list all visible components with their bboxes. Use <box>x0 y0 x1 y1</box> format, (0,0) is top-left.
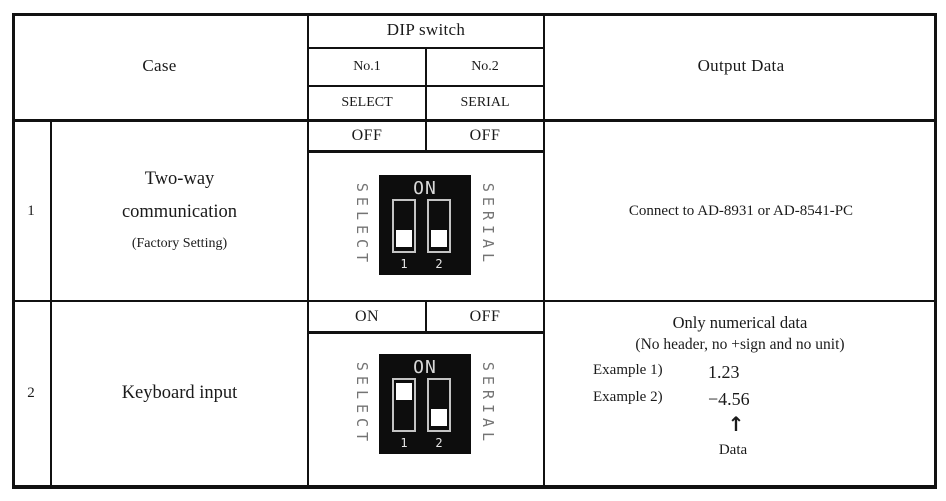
header-case: Case <box>142 56 177 75</box>
row2-dip-switch-1-number: 1 <box>400 436 408 450</box>
header-dip-switch: DIP switch <box>386 20 466 39</box>
table-border-top <box>12 13 937 16</box>
row1-state-no2: OFF <box>469 127 501 144</box>
row1-dip-switch-1: 1 <box>392 199 416 271</box>
row2-dip-switch-2-handle <box>431 409 447 426</box>
row2-output-subtitle: (No header, no +sign and no unit) <box>635 336 845 353</box>
rule-no1-no2-header <box>425 47 427 153</box>
row1-dip-switch-diagram: SELECT ON 1 2 SERIAL <box>345 175 505 275</box>
row2-dip-body: ON 1 2 <box>379 354 471 454</box>
row2-output-title: Only numerical data <box>672 313 808 332</box>
header-select: SELECT <box>341 95 393 110</box>
row1-output-text: Connect to AD-8931 or AD-8541-PC <box>628 202 854 219</box>
example-2-label: Example 2) <box>593 389 663 405</box>
row1-dip-on-label: ON <box>413 178 437 199</box>
row1-dip-switch-1-handle <box>396 230 412 247</box>
rule-case-dip <box>307 13 309 485</box>
row2-dip-on-label: ON <box>413 357 437 378</box>
example-1-value: 1.23 <box>708 362 740 382</box>
dip-switch-settings-table: Case DIP switch No.1 No.2 SELECT SERIAL … <box>12 13 937 489</box>
row1-dip-switch-2-handle <box>431 230 447 247</box>
row1-case-line1: Two-way <box>144 169 215 189</box>
row1-dip-switch-1-number: 1 <box>400 257 408 271</box>
row1-case-note: (Factory Setting) <box>131 236 228 251</box>
row2-number: 2 <box>27 385 35 401</box>
row1-dip-select-label: SELECT <box>353 182 371 268</box>
row2-case: Keyboard input <box>121 383 238 403</box>
row1-dip-body: ON 1 2 <box>379 175 471 275</box>
row2-state-no1: ON <box>354 307 380 325</box>
header-output-data: Output Data <box>697 56 785 75</box>
row1-dip-serial-label: SERIAL <box>479 182 497 268</box>
rule-row-divider <box>12 300 937 302</box>
row1-dip-switch-2: 2 <box>427 199 451 271</box>
rule-header-bottom <box>12 119 937 122</box>
up-arrow-icon: ↑ <box>727 412 745 436</box>
example-2-value: −4.56 <box>708 389 750 409</box>
rule-dip-output <box>543 13 545 485</box>
row2-dip-switch-2: 2 <box>427 378 451 450</box>
row2-dip-serial-label: SERIAL <box>479 361 497 447</box>
row2-output-example-2: Example 2) −4.56 <box>543 389 937 413</box>
example-1-label: Example 1) <box>593 362 663 378</box>
row1-case-line2: communication <box>121 202 238 222</box>
row1-dip-switch-2-number: 2 <box>435 257 443 271</box>
row2-output: Only numerical data (No header, no +sign… <box>543 300 937 488</box>
row2-dip-switch-diagram: SELECT ON 1 2 SERIAL <box>345 354 505 454</box>
row2-dip-switch-1-handle <box>396 383 412 400</box>
row1-case: Two-way communication (Factory Setting) <box>52 122 307 300</box>
header-no1: No.1 <box>353 59 381 74</box>
table-border-right <box>934 13 937 489</box>
table-border-bottom <box>12 485 937 489</box>
rule-no1-no2-row2 <box>425 300 427 334</box>
table-border-left <box>12 13 15 489</box>
row2-dip-switch-2-number: 2 <box>435 436 443 450</box>
row1-state-no1: OFF <box>351 127 383 144</box>
row2-output-example-1: Example 1) 1.23 <box>543 362 937 386</box>
row2-state-no2: OFF <box>469 307 501 325</box>
header-serial: SERIAL <box>460 95 510 110</box>
header-no2: No.2 <box>471 59 499 74</box>
row1-number: 1 <box>27 202 35 219</box>
row2-dip-switch-1: 1 <box>392 378 416 450</box>
row2-dip-select-label: SELECT <box>353 361 371 447</box>
data-pointer-label: Data <box>718 442 748 458</box>
rule-num-column <box>50 119 52 485</box>
